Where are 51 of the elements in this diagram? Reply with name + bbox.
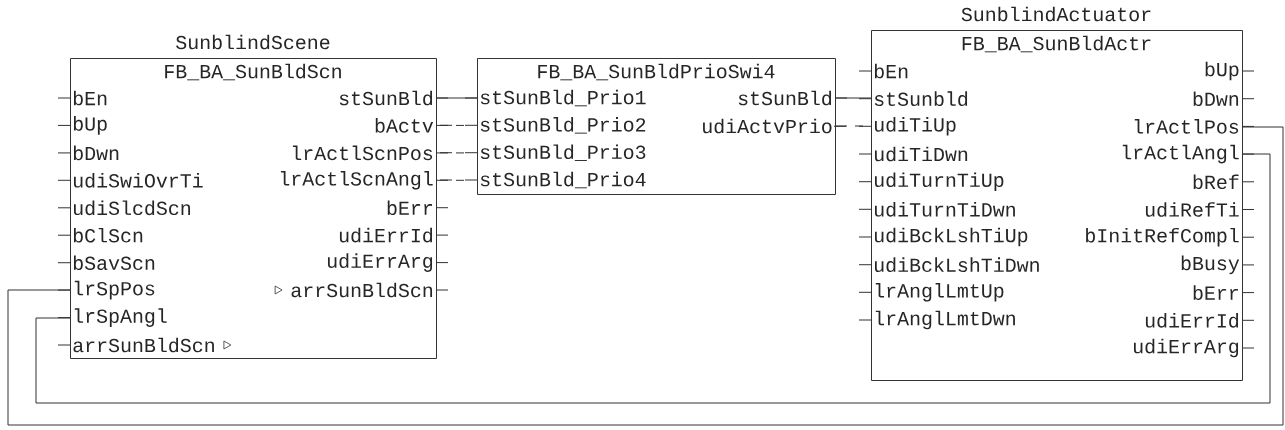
pin-label: bEn: [874, 63, 908, 79]
connection-line: [436, 97, 478, 99]
pin-label: udiTurnTiDwn: [875, 201, 1015, 217]
pin-label: udiTiUp: [875, 117, 956, 136]
pin-label: bBusy: [1181, 255, 1240, 275]
pin-label: bUp: [73, 116, 107, 135]
instance-name: SunblindActuator: [961, 6, 1151, 22]
pin-label: bSavScn: [73, 255, 155, 270]
pin-label: bErr: [387, 200, 432, 215]
pin-label: lrSpAngl: [74, 308, 167, 327]
pin-label: bUp: [1205, 61, 1239, 81]
pin-label: udiErrArg: [328, 253, 433, 272]
instance-name: SunblindScene: [176, 34, 330, 50]
pin-label: lrActlScnAngl: [280, 171, 433, 190]
pin-label: udiRefTi: [1145, 202, 1239, 217]
connection-line: [7, 126, 1284, 426]
pin-label: bActv: [375, 118, 434, 133]
pin-label: bEn: [73, 90, 107, 106]
pin-label: stSunBld: [738, 90, 832, 106]
pin-label: arrSunBldScn: [291, 282, 433, 298]
pin-label: udiActvPrio: [703, 118, 832, 134]
pin-label: lrAnglLmtUp: [875, 283, 1004, 302]
pin-label: udiSlcdScn: [74, 200, 190, 216]
pin-label: udiTurnTiUp: [875, 172, 1004, 191]
pin-label: stSunBld_Prio4: [480, 171, 646, 189]
pin-label: udiErrId: [1145, 312, 1239, 328]
pin-label: lrAnglLmtDwn: [875, 310, 1015, 330]
pin-label: lrSpPos: [74, 280, 155, 300]
pin-label: bInitRefCompl: [1086, 227, 1239, 247]
pin-label: stSunBld_Prio3: [480, 144, 646, 161]
pin-label: arrSunBldScn: [73, 337, 214, 353]
pin-label: lrActlScnPos: [292, 145, 433, 161]
pin-label: udiErrId: [339, 227, 433, 243]
connection-line: [835, 97, 872, 99]
pin-label: stSunbld: [874, 91, 968, 107]
pin-label: udiBckLshTiDwn: [875, 257, 1039, 273]
pin-label: bDwn: [73, 145, 119, 161]
pin-label: stSunBld: [339, 90, 433, 106]
pin-label: udiBckLshTiUp: [875, 227, 1028, 247]
pin-label: lrActlAngl: [1122, 144, 1239, 164]
pin-label: bDwn: [1193, 91, 1239, 106]
pin-label: udiTiDwn: [875, 146, 968, 162]
pin-label: bRef: [1193, 174, 1239, 190]
pin-label: bErr: [1193, 285, 1238, 300]
connection-line: [35, 153, 1271, 404]
pin-label: lrActlPos: [1134, 119, 1239, 134]
pin-label: bClScn: [73, 227, 143, 243]
pin-label: udiErrArg: [1134, 338, 1239, 358]
pin-label: stSunBld_Prio1: [480, 89, 646, 107]
pin-label: udiSwiOvrTi: [74, 172, 203, 188]
pin-label: stSunBld_Prio2: [480, 117, 646, 134]
